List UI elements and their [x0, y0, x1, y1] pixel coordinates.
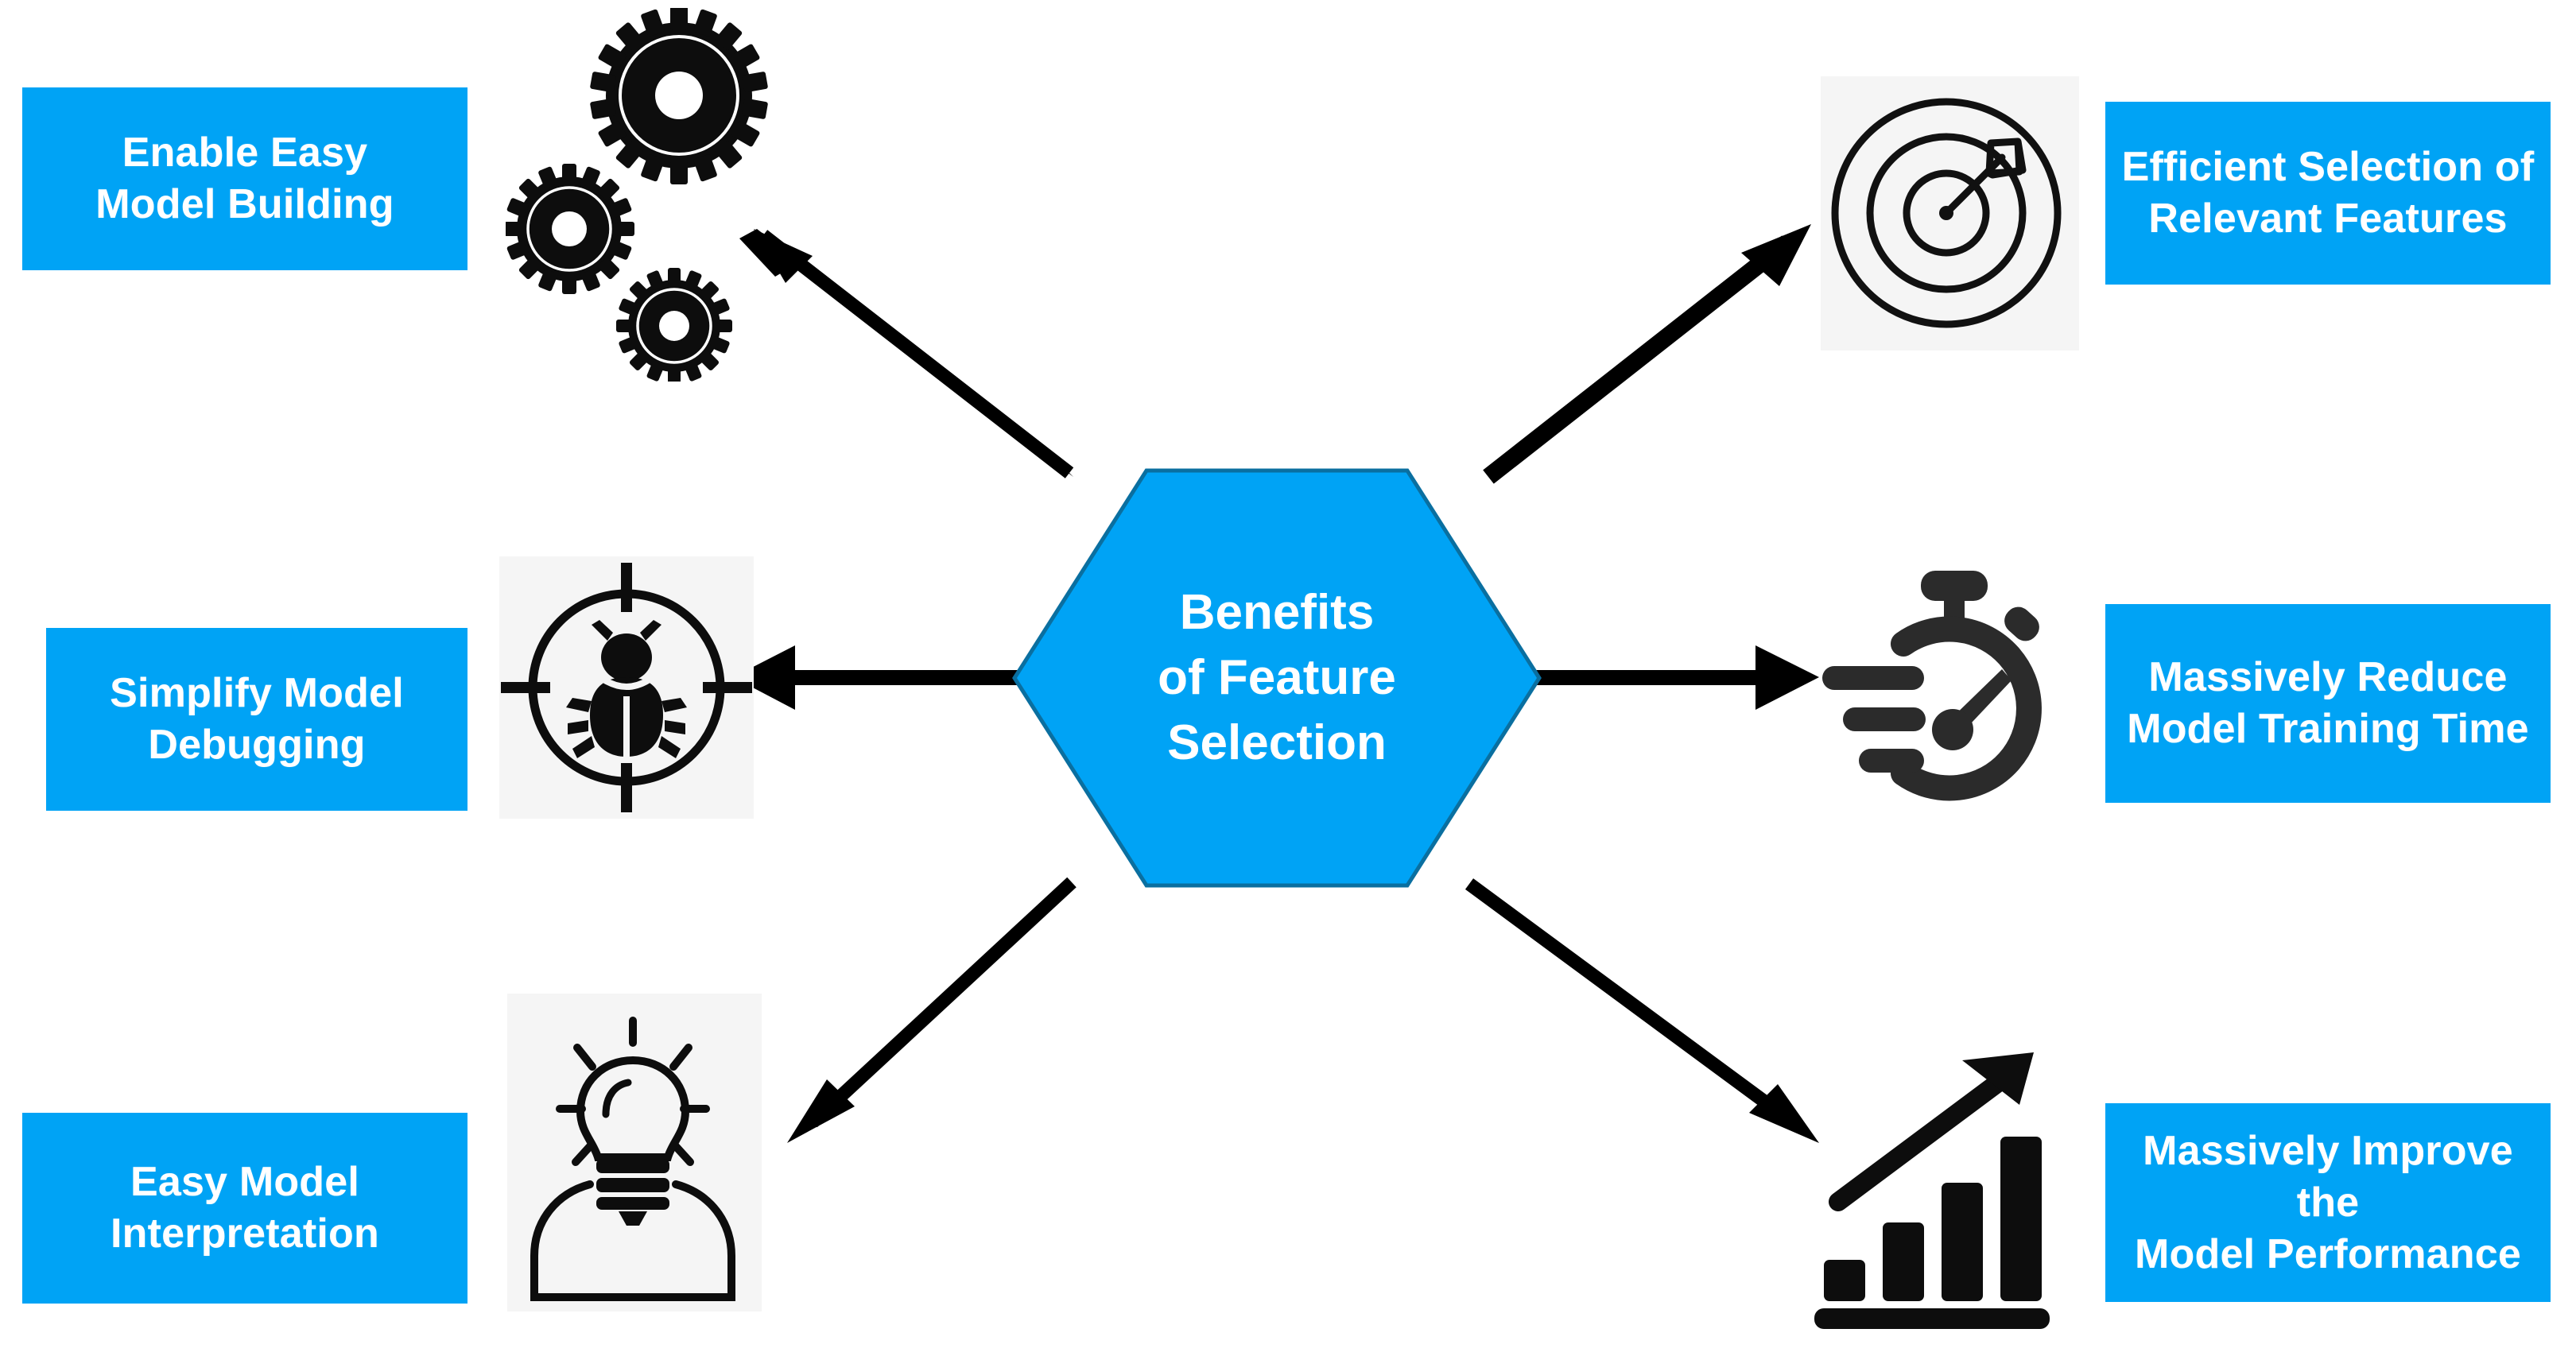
arrow-middle-left-shaft: [779, 670, 1018, 685]
gears-icon: [506, 8, 776, 382]
label-text: Efficient Selection of Relevant Features: [2121, 144, 2535, 242]
arrow-bottom-left-head: [787, 1079, 855, 1143]
arrow-bottom-right-head: [1749, 1084, 1819, 1143]
arrow-middle-left-head: [733, 645, 795, 710]
label-text: Massively Reduce Model Training Time: [2127, 654, 2529, 752]
label-text: Massively Improve the Model Performance: [2135, 1127, 2521, 1277]
label-text: Simplify Model Debugging: [110, 670, 404, 768]
dartboard-target-icon: [1821, 76, 2079, 351]
stopwatch-speed-icon: [1803, 548, 2066, 819]
arrow-bottom-left-shaft: [808, 877, 1077, 1128]
label-box-enable-easy-model-building[interactable]: Enable Easy Model Building: [22, 87, 467, 270]
label-box-efficient-selection-of-relevant-features[interactable]: Efficient Selection of Relevant Features: [2105, 102, 2551, 285]
arrow-top-right-head: [1741, 224, 1811, 286]
arrow-middle-right-head: [1755, 645, 1819, 710]
bug-crosshair-icon: [499, 556, 754, 819]
label-text: Easy Model Interpretation: [111, 1159, 379, 1257]
center-hexagon[interactable]: Benefits of Feature Selection: [1011, 467, 1542, 889]
hexagon-shape: [1012, 468, 1542, 888]
arrow-top-right-shaft: [1483, 235, 1793, 484]
arrow-bottom-right-shaft: [1465, 878, 1795, 1126]
label-box-massively-improve-the-model-performance[interactable]: Massively Improve the Model Performance: [2105, 1103, 2551, 1302]
lightbulb-person-icon: [507, 994, 762, 1311]
arrow-middle-right-shaft: [1534, 670, 1773, 685]
label-text: Enable Easy Model Building: [95, 130, 394, 227]
growth-bar-chart-icon: [1781, 1025, 2051, 1351]
label-box-massively-reduce-model-training-time[interactable]: Massively Reduce Model Training Time: [2105, 604, 2551, 803]
label-box-simplify-model-debugging[interactable]: Simplify Model Debugging: [46, 628, 467, 811]
label-box-easy-model-interpretation[interactable]: Easy Model Interpretation: [22, 1113, 467, 1304]
